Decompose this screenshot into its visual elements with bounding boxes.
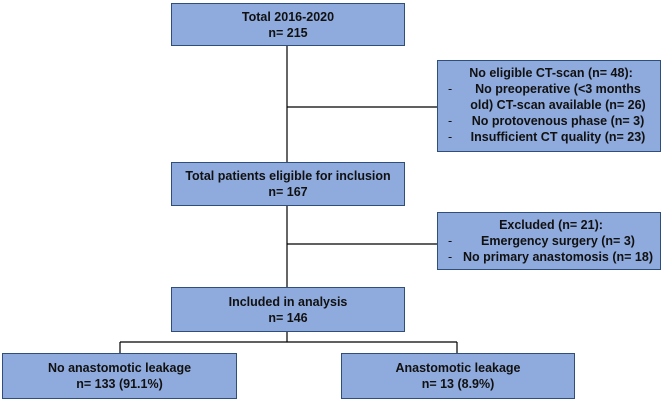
no-ct-item-2: - No protovenous phase (n= 3) — [448, 113, 654, 129]
bullet-dash: - — [448, 114, 453, 128]
total-box: Total 2016-2020 n= 215 — [171, 3, 405, 46]
excluded-heading: Excluded (n= 21): — [499, 218, 603, 232]
no-ct-item-3: - Insufficient CT quality (n= 23) — [448, 129, 654, 145]
eligible-box: Total patients eligible for inclusion n=… — [171, 162, 405, 206]
no-leak-box: No anastomotic leakage n= 133 (91.1%) — [2, 353, 237, 399]
bullet-dash: - — [448, 130, 453, 144]
no-ct-item-1: - No preoperative (<3 months old) CT-sca… — [448, 81, 654, 113]
no-leak-title: No anastomotic leakage — [47, 361, 192, 375]
excluded-item-2: - No primary anastomosis (n= 18) — [448, 249, 654, 265]
no-ct-item-2-text: No protovenous phase (n= 3) — [471, 114, 645, 128]
leak-n: n= 13 (8.9%) — [421, 377, 495, 391]
excluded-item-1: - Emergency surgery (n= 3) — [448, 233, 654, 249]
excluded-item-2-text: No primary anastomosis (n= 18) — [463, 250, 653, 264]
total-title: Total 2016-2020 — [241, 9, 335, 24]
excluded-box: Excluded (n= 21): - Emergency surgery (n… — [437, 212, 661, 270]
no-ct-item-1-line1: No preoperative (<3 months — [475, 82, 641, 96]
included-box: Included in analysis n= 146 — [171, 287, 405, 332]
included-n: n= 146 — [268, 310, 308, 325]
bullet-dash: - — [448, 250, 453, 264]
eligible-n: n= 167 — [268, 185, 308, 199]
included-title: Included in analysis — [228, 294, 348, 309]
no-ct-item-1-line2: old) CT-scan available (n= 26) — [470, 98, 646, 112]
no-leak-n: n= 133 (91.1%) — [76, 377, 163, 391]
leak-box: Anastomotic leakage n= 13 (8.9%) — [341, 353, 575, 399]
total-n: n= 215 — [268, 25, 308, 40]
no-ct-heading: No eligible CT-scan (n= 48): — [469, 66, 633, 80]
no-ct-item-3-text: Insufficient CT quality (n= 23) — [470, 130, 646, 144]
bullet-dash: - — [448, 82, 453, 96]
excluded-item-1-text: Emergency surgery (n= 3) — [481, 234, 635, 248]
no-ct-box: No eligible CT-scan (n= 48): - No preope… — [437, 60, 661, 152]
bullet-dash: - — [448, 234, 453, 248]
leak-title: Anastomotic leakage — [395, 361, 521, 375]
eligible-title: Total patients eligible for inclusion — [185, 169, 391, 183]
